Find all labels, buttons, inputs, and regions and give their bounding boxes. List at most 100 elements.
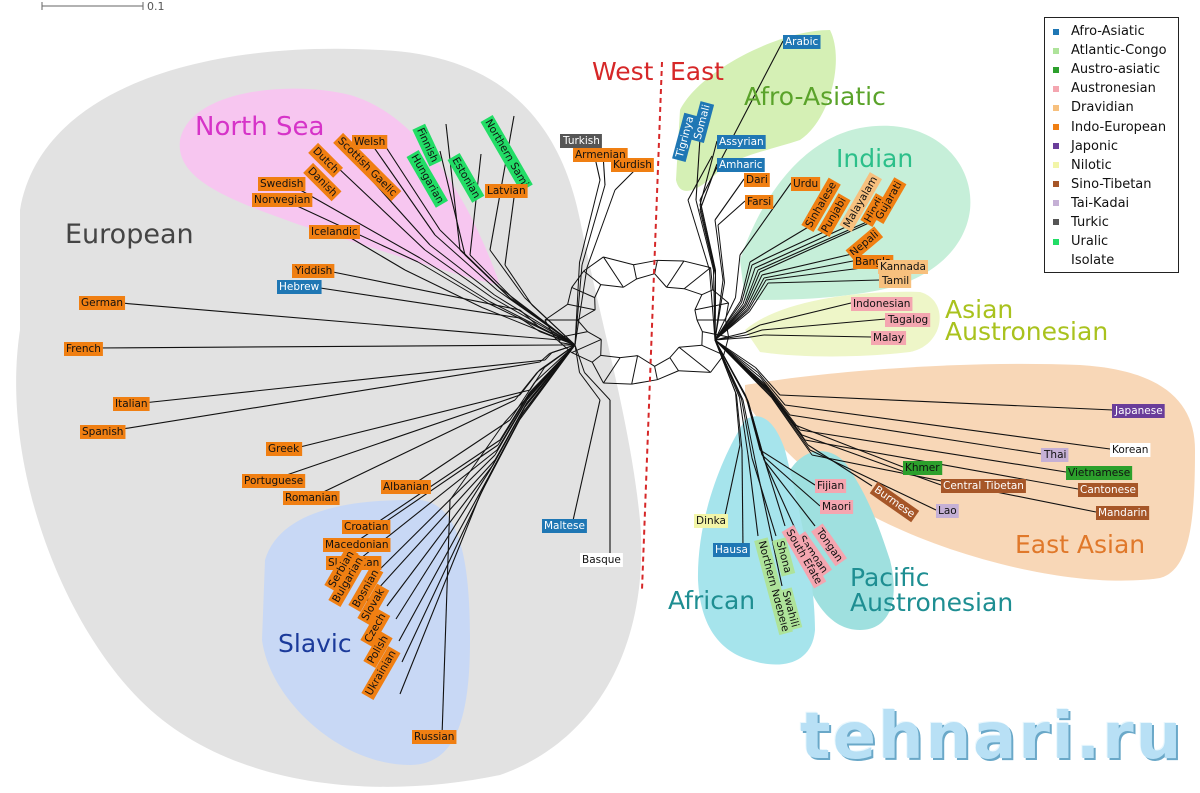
legend-swatch xyxy=(1053,162,1059,169)
language-label-bg xyxy=(580,553,623,567)
network-edge xyxy=(684,288,703,296)
legend-label: Isolate xyxy=(1071,253,1115,269)
language-label-text: Cantonese xyxy=(1080,484,1136,496)
network-edge xyxy=(567,303,596,311)
region-european xyxy=(16,48,642,787)
language-label-bg xyxy=(811,523,847,567)
language-label-romanian: Romanian xyxy=(283,491,340,505)
network-edge xyxy=(757,372,786,406)
network-edge xyxy=(714,297,736,341)
language-label-bg xyxy=(348,565,384,612)
language-label-text: Central Tibetan xyxy=(943,480,1024,492)
network-edge xyxy=(699,209,716,276)
language-label-text: Greek xyxy=(268,443,300,455)
network-edge xyxy=(365,135,436,236)
network-edge xyxy=(714,178,745,221)
language-label-text: Thai xyxy=(1043,449,1066,461)
language-label-vietnamese: Vietnamese xyxy=(1066,466,1133,480)
language-label-albanian: Albanian xyxy=(381,480,431,494)
network-edge xyxy=(771,397,813,456)
network-edge xyxy=(696,319,703,332)
language-label-bg xyxy=(277,280,322,294)
language-label-text: Dinka xyxy=(696,515,726,527)
legend-swatch xyxy=(1053,143,1059,150)
network-edge xyxy=(751,457,777,537)
language-label-bg xyxy=(871,177,907,224)
language-label-text: Latvian xyxy=(487,185,526,197)
region-afro-asiatic xyxy=(676,30,836,191)
group-title-european: European xyxy=(65,219,194,250)
network-edge xyxy=(695,137,701,201)
language-label-mandarin: Mandarin xyxy=(1096,506,1150,520)
network-edge xyxy=(701,331,703,346)
language-label-text: Norwegian xyxy=(254,194,310,206)
network-edge xyxy=(754,225,849,269)
network-edge xyxy=(761,253,853,276)
language-label-bg xyxy=(754,537,793,636)
language-label-russian: Russian xyxy=(412,730,457,744)
network-edge xyxy=(441,499,451,737)
network-edge xyxy=(571,352,593,363)
network-edge xyxy=(494,294,576,346)
network-edge xyxy=(741,398,753,459)
language-label-bg xyxy=(381,480,431,494)
network-edge xyxy=(464,254,513,301)
legend-swatch xyxy=(1053,200,1059,207)
network-edge xyxy=(489,249,525,298)
scale-bar xyxy=(41,2,144,10)
network-edge xyxy=(514,299,576,346)
language-label-bg xyxy=(480,114,533,192)
network-edge xyxy=(717,200,746,226)
network-edge xyxy=(746,274,763,308)
network-edge xyxy=(93,344,561,349)
network-edge xyxy=(759,449,816,486)
network-edge xyxy=(312,399,516,498)
network-edge xyxy=(489,407,525,471)
network-edge xyxy=(534,344,576,383)
network-edge xyxy=(600,284,624,288)
language-label-bg xyxy=(328,553,368,607)
language-label-bg xyxy=(744,173,770,187)
network-edge xyxy=(602,256,624,288)
legend-label: Atlantic-Congo xyxy=(1071,43,1167,59)
network-edge xyxy=(736,394,743,451)
network-edge xyxy=(654,273,667,288)
language-label-text: Vietnamese xyxy=(1068,467,1130,479)
network-edge xyxy=(699,140,718,206)
language-label-tamil: Tamil xyxy=(879,274,912,288)
network-edge xyxy=(669,357,679,372)
language-label-text: Romanian xyxy=(285,492,338,504)
network-edge xyxy=(600,354,621,359)
network-edge xyxy=(631,355,639,385)
language-label-text: Tagalog xyxy=(887,314,928,326)
language-label-khmer: Khmer xyxy=(903,461,943,475)
network-edge xyxy=(760,377,791,416)
network-edge xyxy=(399,494,481,695)
network-edge xyxy=(714,339,744,401)
network-edge xyxy=(745,271,761,307)
network-edge xyxy=(770,394,811,451)
network-edge xyxy=(620,355,638,359)
legend-item: Nilotic xyxy=(1053,156,1178,175)
language-label-text: Assyrian xyxy=(719,136,764,148)
network-edge xyxy=(424,249,493,298)
legend-label: Japonic xyxy=(1071,138,1119,154)
language-label-bg xyxy=(885,313,931,327)
language-label-bg xyxy=(406,150,448,208)
group-title-north-sea: North Sea xyxy=(195,112,324,142)
language-label-dari: Dari xyxy=(744,173,770,187)
region-east-asian xyxy=(745,363,1195,581)
language-label-text: French xyxy=(66,343,101,355)
language-label-maori: Maori xyxy=(820,500,854,514)
language-label-bg xyxy=(80,425,126,439)
language-label-bg xyxy=(303,162,342,202)
network-edge xyxy=(699,204,716,273)
language-label-bg xyxy=(815,479,847,493)
network-edge xyxy=(445,123,461,251)
language-label-text: Lao xyxy=(938,505,957,517)
network-edge xyxy=(633,259,658,266)
language-label-bg xyxy=(801,177,841,232)
language-label-fijian: Fijian xyxy=(815,479,847,493)
language-label-bg xyxy=(611,158,654,172)
